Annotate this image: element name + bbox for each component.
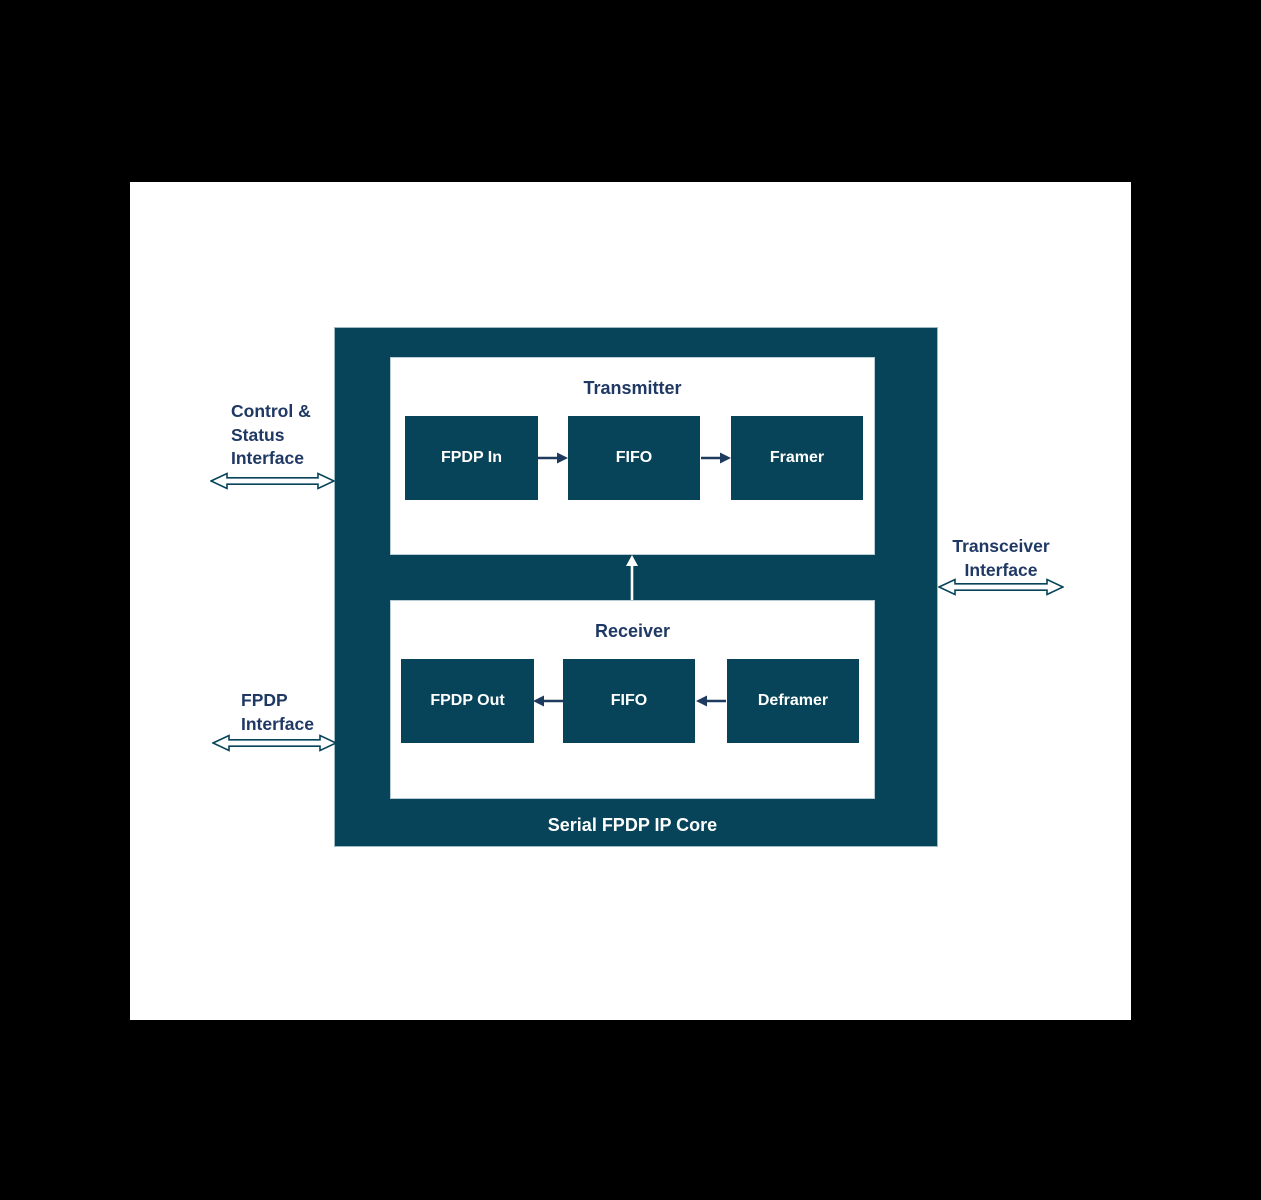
block-deframer: Deframer [727, 659, 859, 743]
control-status-bidirectional-arrow-icon [210, 472, 335, 490]
arrow-deframer-to-fifo-icon [696, 695, 726, 707]
block-deframer-label: Deframer [757, 692, 829, 709]
block-framer-label: Framer [769, 449, 825, 466]
fpdp-bidirectional-arrow-icon [212, 734, 337, 752]
diagram-canvas: Transmitter FPDP In FIFO Framer Receiver [130, 182, 1131, 1020]
serial-fpdp-ip-core-box: Transmitter FPDP In FIFO Framer Receiver [334, 327, 938, 847]
block-rx-fifo: FIFO [563, 659, 695, 743]
transmitter-title: Transmitter [583, 378, 682, 398]
fpdp-interface-label: FPDP Interface [241, 689, 314, 736]
transceiver-line2: Interface [964, 559, 1038, 580]
arrow-fifo-to-framer-icon [701, 452, 731, 464]
transmitter-panel: Transmitter FPDP In FIFO Framer [390, 357, 875, 555]
receiver-title: Receiver [594, 621, 671, 641]
fpdp-line1: FPDP [241, 690, 288, 710]
block-tx-fifo: FIFO [568, 416, 700, 500]
arrow-receiver-to-transmitter-icon [626, 555, 638, 600]
block-fpdp-out-label: FPDP Out [430, 692, 505, 709]
block-rx-fifo-label: FIFO [610, 692, 648, 709]
transceiver-interface-label: Transceiver Interface [938, 535, 1064, 582]
arrow-fpdpin-to-fifo-icon [538, 452, 568, 464]
receiver-panel: Receiver FPDP Out FIFO Deframer [390, 600, 875, 799]
transceiver-bidirectional-arrow-icon [938, 578, 1064, 596]
control-status-line2: Status [231, 424, 285, 445]
serial-fpdp-ip-core-label: Serial FPDP IP Core [547, 815, 718, 835]
block-fpdp-out: FPDP Out [401, 659, 534, 743]
control-status-line1: Control & [231, 401, 311, 421]
block-tx-fifo-label: FIFO [615, 449, 653, 466]
control-status-line3: Interface [231, 448, 304, 468]
arrow-fifo-to-fpdpout-icon [533, 695, 563, 707]
block-framer: Framer [731, 416, 863, 500]
block-fpdp-in-label: FPDP In [440, 449, 503, 466]
fpdp-line2: Interface [241, 713, 314, 734]
block-fpdp-in: FPDP In [405, 416, 538, 500]
control-status-interface-label: Control & Status Interface [231, 400, 311, 471]
transceiver-line1: Transceiver [952, 536, 1050, 556]
